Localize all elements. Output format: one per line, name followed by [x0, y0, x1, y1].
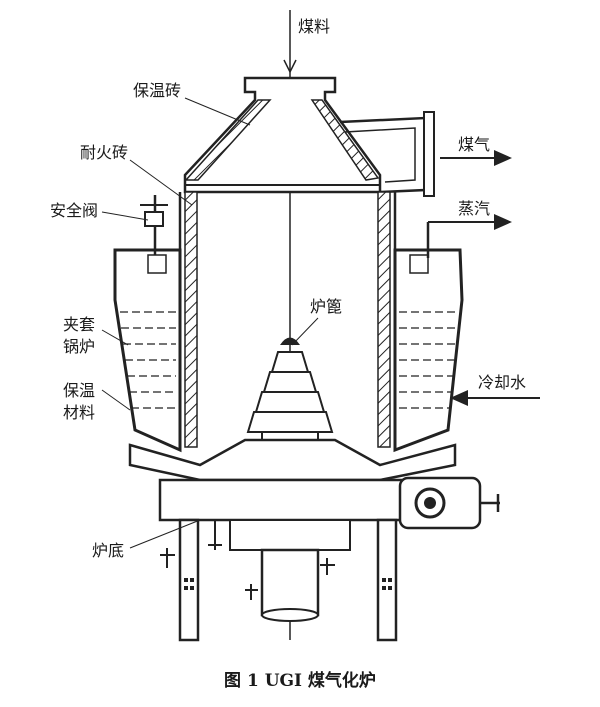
label-grate: 炉篦 [310, 297, 342, 316]
label-safety-valve: 安全阀 [50, 201, 98, 220]
label-insulating-brick: 保温砖 [133, 81, 181, 100]
label-insulation-1: 保温 [63, 381, 95, 400]
label-coal-feed: 煤料 [298, 17, 330, 36]
label-insulation-2: 材料 [63, 403, 95, 422]
jacket-boiler [113, 248, 464, 453]
label-jacket-2: 锅炉 [63, 337, 95, 356]
gas-outlet-pipe [339, 111, 435, 197]
label-furnace-bottom: 炉底 [92, 541, 124, 560]
support-legs [178, 518, 398, 642]
furnace-bottom [128, 438, 500, 622]
label-cooling-water: 冷却水 [478, 373, 526, 392]
leader-lines [101, 97, 319, 549]
safety-valve [140, 195, 168, 255]
label-steam: 蒸汽 [458, 199, 490, 218]
label-refractory-brick: 耐火砖 [80, 143, 128, 162]
flow-arrows [430, 150, 540, 406]
figure-caption: 图 1 UGI 煤气化炉 [224, 670, 376, 691]
bottom-valves [160, 520, 335, 600]
hopper-dome [183, 76, 382, 194]
label-gas: 煤气 [458, 135, 490, 154]
label-jacket-1: 夹套 [63, 315, 95, 334]
grate [246, 337, 334, 453]
